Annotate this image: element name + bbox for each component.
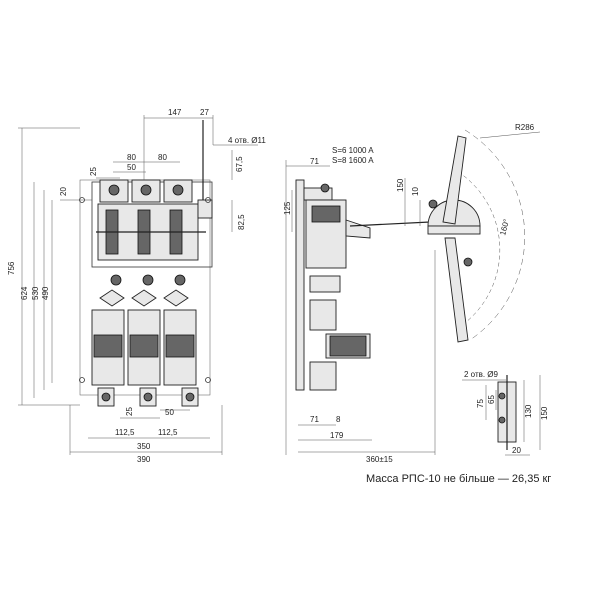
dim-25-top: 25 — [89, 167, 98, 176]
holes-note-detail: 2 отв. Ø9 — [464, 370, 499, 379]
front-dimension-lines — [18, 115, 258, 455]
dim-71-bottom: 71 — [310, 415, 319, 424]
front-view: 147 27 4 отв. Ø11 80 80 25 50 67,5 20 82… — [7, 108, 266, 464]
dim-112-5-left: 112,5 — [115, 428, 135, 437]
bottom-terminals — [97, 387, 199, 407]
dim-490: 490 — [41, 286, 50, 300]
dim-350: 350 — [137, 442, 151, 451]
dim-130: 130 — [524, 404, 533, 418]
dim-756: 756 — [7, 261, 16, 275]
dim-82-5: 82,5 — [237, 214, 246, 230]
top-terminals — [99, 179, 193, 203]
dim-27: 27 — [200, 108, 209, 117]
mass-note: Масса РПС-10 не більше — 26,35 кг — [366, 473, 552, 485]
dim-20: 20 — [59, 187, 68, 196]
dim-530: 530 — [31, 286, 40, 300]
dim-80-left: 80 — [127, 153, 136, 162]
dim-390: 390 — [137, 455, 151, 464]
dim-75: 75 — [476, 399, 485, 408]
fuses — [91, 309, 197, 386]
dim-25-bottom: 25 — [125, 407, 134, 416]
dim-179: 179 — [330, 431, 344, 440]
dim-20-detail: 20 — [512, 446, 521, 455]
dim-10: 10 — [411, 187, 420, 196]
mid-terminals — [99, 274, 189, 307]
dim-150-detail: 150 — [540, 406, 549, 420]
dim-r286: R286 — [515, 123, 535, 132]
side-dimension-lines — [285, 160, 436, 455]
handle-view: R286 160° — [427, 123, 541, 343]
detail-view: 2 отв. Ø9 75 65 130 150 20 — [462, 370, 549, 456]
dim-67-5: 67,5 — [235, 156, 244, 172]
dim-angle-160: 160° — [498, 218, 511, 236]
dim-624: 624 — [20, 286, 29, 300]
dim-125: 125 — [283, 201, 292, 215]
dim-360: 360±15 — [366, 455, 393, 464]
dim-147: 147 — [168, 108, 182, 117]
contact-block — [96, 199, 213, 261]
rating-s8: S=8 1600 A — [332, 156, 374, 165]
rating-s6: S=6 1000 A — [332, 146, 374, 155]
dim-112-5-right: 112,5 — [158, 428, 178, 437]
dim-80-right: 80 — [158, 153, 167, 162]
dim-65: 65 — [487, 395, 496, 404]
dim-50-bottom: 50 — [165, 408, 174, 417]
dim-50-top: 50 — [127, 163, 136, 172]
dim-150-side: 150 — [396, 178, 405, 192]
holes-note-top: 4 отв. Ø11 — [228, 136, 266, 145]
side-view: 71 S=6 1000 A S=8 1600 A 125 150 10 71 8… — [283, 146, 436, 464]
dim-71-top: 71 — [310, 157, 319, 166]
dim-8: 8 — [336, 415, 341, 424]
